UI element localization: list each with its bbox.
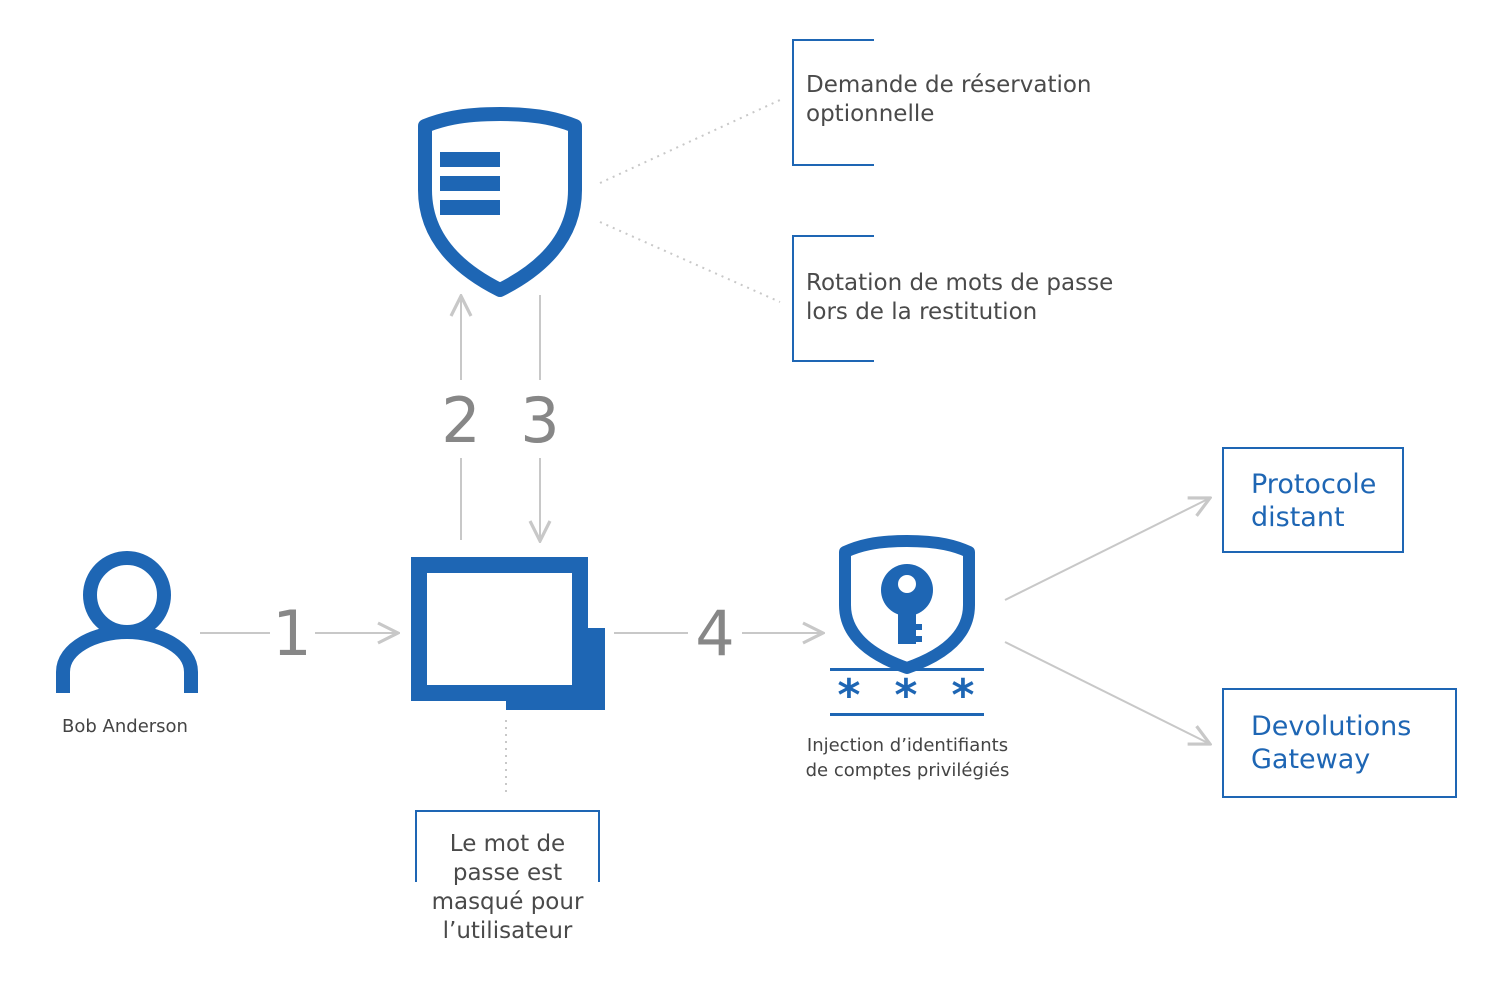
- injection-caption-line-2: de comptes privilégiés: [805, 760, 1010, 781]
- key-shield-icon: [830, 535, 984, 716]
- reservation-note-line-2: optionnelle: [806, 101, 935, 127]
- devolutions-gateway-box: Devolutions Gateway: [1222, 688, 1457, 798]
- step-4-label: 4: [695, 597, 735, 670]
- step-3-label: 3: [520, 384, 560, 457]
- user-icon: [56, 551, 198, 693]
- remote-protocol-line-2: distant: [1251, 502, 1345, 533]
- injection-caption: Injection d’identifiants de comptes priv…: [770, 733, 1045, 783]
- rotation-note-line-1: Rotation de mots de passe: [806, 270, 1114, 296]
- remote-protocol-line-1: Protocole: [1251, 469, 1377, 500]
- step-1-label: 1: [272, 597, 312, 670]
- masked-note-line-2: passe est: [452, 860, 563, 886]
- gateway-line-2: Gateway: [1251, 744, 1371, 775]
- reservation-note: Demande de réservation optionnelle: [792, 39, 1094, 166]
- step-2-label: 2: [441, 384, 481, 457]
- masked-note-line-3: masqué pour: [431, 889, 584, 915]
- dotted-connector-reservation: [599, 99, 781, 184]
- vault-shield-icon: [418, 107, 582, 297]
- arrow-to-gateway: [1004, 641, 1210, 744]
- masked-note-line-4: l’utilisateur: [442, 918, 573, 944]
- remote-protocol-box: Protocole distant: [1222, 447, 1404, 553]
- masked-stars: * * *: [835, 670, 979, 721]
- user-name: Bob Anderson: [62, 716, 188, 737]
- masked-password-note: Le mot de passe est masqué pour l’utilis…: [415, 810, 600, 944]
- masked-note-line-1: Le mot de: [449, 831, 566, 857]
- rotation-note-line-2: lors de la restitution: [806, 299, 1038, 325]
- dotted-connector-rotation: [599, 221, 781, 303]
- injection-caption-line-1: Injection d’identifiants: [806, 735, 1009, 756]
- arrow-to-remote-protocol: [1004, 498, 1210, 601]
- screen-icon: [411, 557, 605, 710]
- reservation-note-line-1: Demande de réservation: [806, 72, 1092, 98]
- rotation-note: Rotation de mots de passe lors de la res…: [792, 235, 1113, 362]
- gateway-line-1: Devolutions: [1251, 711, 1412, 742]
